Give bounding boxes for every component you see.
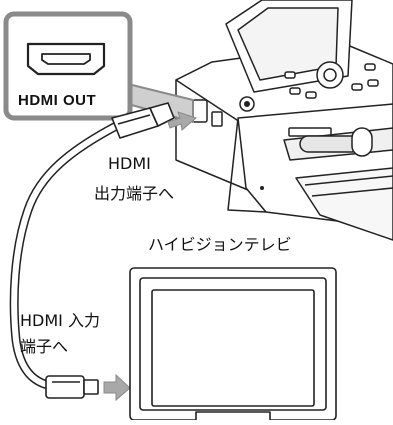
hdmi-plug-printer [111, 102, 175, 139]
right-arrow-icon [103, 373, 131, 402]
tv-connector-label-line1: HDMI 入力 [20, 311, 100, 330]
printer-connector-label-line1: HDMI [108, 154, 151, 173]
tv-name-label: ハイビジョンテレビ [148, 235, 292, 254]
tv-connector-label-line2: 端子へ [20, 337, 69, 356]
hdmi-cable [9, 119, 125, 391]
hdmi-plug-tv [45, 375, 99, 399]
printer-connector-label-line2: 出力端子へ [94, 184, 175, 203]
hdmi-out-label: HDMI OUT [18, 92, 97, 109]
hdmi-port-icon [26, 42, 106, 76]
photo-printer [175, 0, 393, 241]
hd-television [129, 267, 337, 421]
right-arrow-icon [167, 111, 197, 131]
port-callout [3, 11, 194, 123]
